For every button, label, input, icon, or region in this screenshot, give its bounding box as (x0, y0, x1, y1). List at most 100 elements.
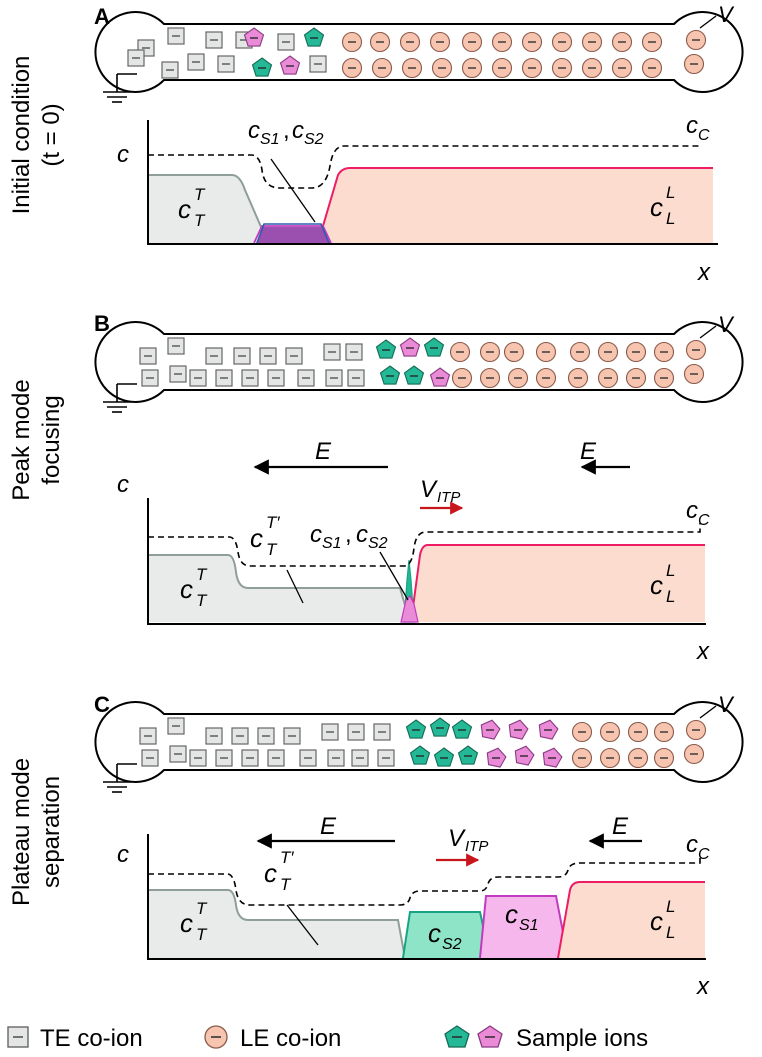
label-cl-sub: L (666, 209, 675, 228)
svg-text:V: V (448, 825, 466, 852)
sample-ion (429, 717, 451, 737)
te-ion (347, 723, 365, 741)
panel-a: A Initial condition (t = 0) V (8, 2, 744, 286)
le-ion (683, 743, 705, 765)
te-ion (351, 749, 369, 767)
le-ion (653, 747, 675, 769)
le-ion (491, 31, 513, 53)
svg-text:c: c (248, 117, 260, 144)
le-ion (535, 367, 557, 389)
le-ion (535, 341, 557, 363)
te-ion (187, 53, 205, 71)
sample-ion (514, 745, 535, 766)
svg-text:T: T (196, 565, 208, 584)
sample-ion (451, 719, 473, 739)
te-area (148, 175, 268, 243)
le-ion (461, 57, 483, 79)
sample-ion (279, 55, 301, 75)
s1-plateau (479, 895, 569, 959)
svg-text:c: c (650, 192, 663, 222)
vent-label: V (718, 2, 735, 27)
le-area (318, 168, 713, 243)
ground-symbol (103, 763, 137, 793)
side-label-a-line2: (t = 0) (38, 103, 65, 166)
svg-text:c: c (178, 194, 191, 224)
le-ion (521, 31, 543, 53)
te-ion (139, 727, 157, 745)
side-label-c-line1: Plateau mode (8, 758, 35, 906)
le-ion (551, 31, 573, 53)
le-ion (399, 31, 421, 53)
sample-ion (457, 745, 479, 765)
le-ion (581, 31, 603, 53)
svg-text:c: c (428, 918, 441, 948)
le-ion (503, 341, 525, 363)
te-ion (309, 55, 327, 73)
le-line (557, 881, 705, 959)
panel-letter-b: B (94, 311, 110, 336)
ions-c (139, 717, 707, 769)
te-line (148, 889, 406, 959)
te-ion (161, 61, 179, 79)
svg-text:T: T (196, 899, 208, 918)
te-ion (217, 55, 235, 73)
s1-line (253, 225, 332, 244)
te-ion (373, 723, 391, 741)
te-ion (297, 369, 315, 387)
panel-letter-c: C (94, 692, 110, 717)
y-axis-label: c (117, 141, 129, 168)
svg-text:,: , (345, 521, 352, 548)
te-ion (377, 749, 395, 767)
side-label-b-line2: focusing (38, 395, 65, 484)
le-ion (491, 57, 513, 79)
le-ion (581, 57, 603, 79)
te-line (148, 554, 411, 623)
svg-text:V: V (420, 476, 438, 503)
svg-text:c: c (180, 574, 193, 604)
le-ion (599, 721, 621, 743)
sample-ion (538, 719, 559, 740)
label-cs1-sub: S1 (519, 917, 539, 934)
le-ion (461, 31, 483, 53)
svg-text:c: c (356, 521, 368, 548)
le-ion (341, 31, 363, 53)
ground-symbol (103, 383, 137, 413)
svg-text:c: c (505, 899, 518, 929)
side-label-c: Plateau mode separation (8, 758, 65, 906)
legend-te-label: TE co-ion (40, 1025, 143, 1052)
svg-text:,: , (283, 117, 290, 144)
label-cs2-sub: S2 (442, 936, 462, 953)
sample-ion (433, 747, 455, 767)
side-label-c-line2: separation (38, 776, 65, 888)
label-cs2-sub: S2 (304, 131, 324, 148)
sample-overlap-area (256, 227, 330, 243)
le-ion (685, 29, 707, 51)
le-ion (369, 31, 391, 53)
x-axis-label: x (696, 973, 710, 1000)
le-co-ion-icon (204, 1025, 228, 1049)
le-ion (479, 367, 501, 389)
s2-line (256, 223, 330, 244)
le-ion (401, 57, 423, 79)
te-ion (167, 27, 185, 45)
channel-a: V (94, 2, 744, 103)
te-ion (299, 749, 317, 767)
label-ctp-sup: T′ (280, 848, 294, 867)
te-ion (141, 369, 159, 387)
velocity-sub: ITP (437, 489, 460, 506)
te-ion (205, 727, 223, 745)
side-label-b: Peak mode focusing (8, 379, 65, 500)
label-cl-sub: L (666, 587, 675, 606)
te-ion (215, 369, 233, 387)
label-cs1-sub: S1 (260, 131, 280, 148)
le-area (411, 545, 705, 622)
sample-ion (480, 719, 501, 740)
